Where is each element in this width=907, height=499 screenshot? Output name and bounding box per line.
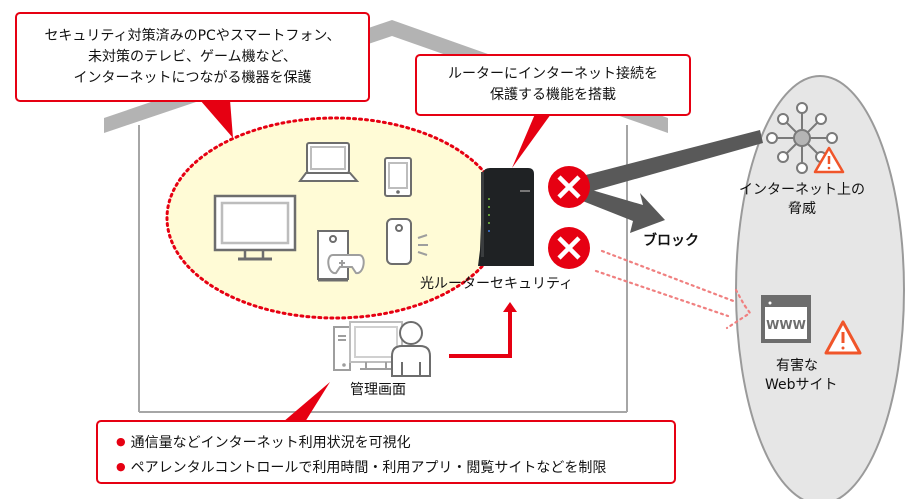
harmful-site-label: 有害な Webサイト — [765, 357, 838, 395]
www-text: WWW — [766, 318, 806, 332]
management-callout: ● 通信量などインターネット利用状況を可視化 ● ペアレンタルコントロールで利用時間… — [96, 420, 676, 484]
management-callout-item: ● ペアレンタルコントロールで利用時間・利用アプリ・閲覧サイトなどを制限 — [116, 455, 674, 480]
management-callout-item: ● 通信量などインターネット利用状況を可視化 — [116, 430, 674, 455]
block-label: ブロック — [643, 233, 699, 249]
game-console-icon — [317, 230, 365, 282]
tv-icon — [213, 194, 297, 261]
threat-label: インターネット上の 脅威 — [735, 181, 869, 219]
block-x-icon — [548, 166, 590, 208]
router-callout-tail — [512, 114, 551, 168]
devices-callout-line: 未対策のテレビ、ゲーム機など、 — [88, 49, 297, 65]
devices-callout: セキュリティ対策済みのPCやスマートフォン、 未対策のテレビ、ゲーム機など、 イ… — [15, 12, 370, 102]
tablet-icon — [384, 157, 412, 197]
harmful-site-label-line: 有害な — [776, 358, 818, 374]
router-callout-line: 保護する機能を搭載 — [490, 87, 616, 103]
router-device — [478, 168, 534, 266]
admin-to-router-arrow — [449, 302, 517, 358]
threat-label-line: インターネット上の — [739, 182, 865, 198]
threat-label-line: 脅威 — [788, 201, 816, 217]
bullet-icon: ● — [116, 435, 126, 448]
devices-callout-line: セキュリティ対策済みのPCやスマートフォン、 — [44, 28, 341, 44]
router-callout-line: ルーターにインターネット接続を — [448, 66, 658, 82]
devices-callout-tail — [200, 100, 233, 138]
threat-arrow — [578, 130, 763, 233]
management-item-text: ペアレンタルコントロールで利用時間・利用アプリ・閲覧サイトなどを制限 — [130, 460, 607, 476]
smart-speaker-icon — [386, 218, 428, 265]
website-warning-icon: WWW — [761, 295, 862, 355]
harmful-site-arrows — [594, 249, 752, 330]
router-callout: ルーターにインターネット接続を 保護する機能を搭載 — [415, 54, 691, 116]
management-item-text: 通信量などインターネット利用状況を可視化 — [130, 435, 411, 451]
admin-pc-user-icon — [333, 321, 431, 377]
laptop-icon — [298, 142, 360, 182]
block-x-icon — [548, 227, 590, 269]
management-callout-tail — [283, 382, 330, 422]
network-threat-icon — [766, 102, 838, 174]
harmful-site-label-line: Webサイト — [765, 377, 838, 393]
admin-screen-label: 管理画面 — [350, 382, 406, 398]
router-label: 光ルーターセキュリティ — [420, 276, 574, 292]
bullet-icon: ● — [116, 460, 126, 473]
devices-callout-line: インターネットにつながる機器を保護 — [73, 70, 312, 86]
warning-icon — [813, 146, 845, 174]
